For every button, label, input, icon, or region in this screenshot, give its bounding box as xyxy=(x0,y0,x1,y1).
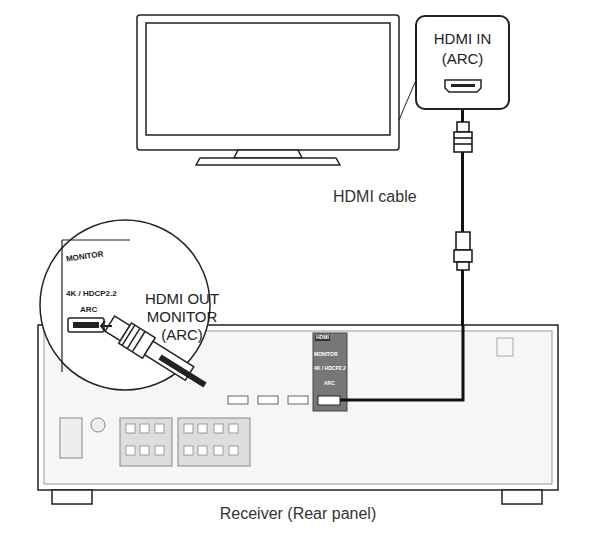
panel-label: MONITOR xyxy=(314,352,338,358)
panel-label: ARC xyxy=(324,381,335,387)
panel-label: 4K / HDCP2.2 xyxy=(66,290,117,299)
panel-label: 4K / HDCP2.2 xyxy=(314,366,346,372)
port-callout: HDMI OUT MONITOR (ARC) xyxy=(130,290,234,344)
port-name: HDMI IN (ARC) xyxy=(425,29,500,69)
cable-label: HDMI cable xyxy=(333,188,417,206)
panel-label: ARC xyxy=(80,306,97,315)
callout-box: HDMI IN (ARC) xyxy=(415,15,510,110)
hdmi-cable xyxy=(340,325,463,400)
receiver-region: Receiver (Rear panel) xyxy=(38,325,558,490)
tv xyxy=(137,15,416,165)
hdmi-port-icon xyxy=(443,78,483,94)
panel-label: HDMI xyxy=(315,335,330,341)
caption: Receiver (Rear panel) xyxy=(38,505,558,523)
